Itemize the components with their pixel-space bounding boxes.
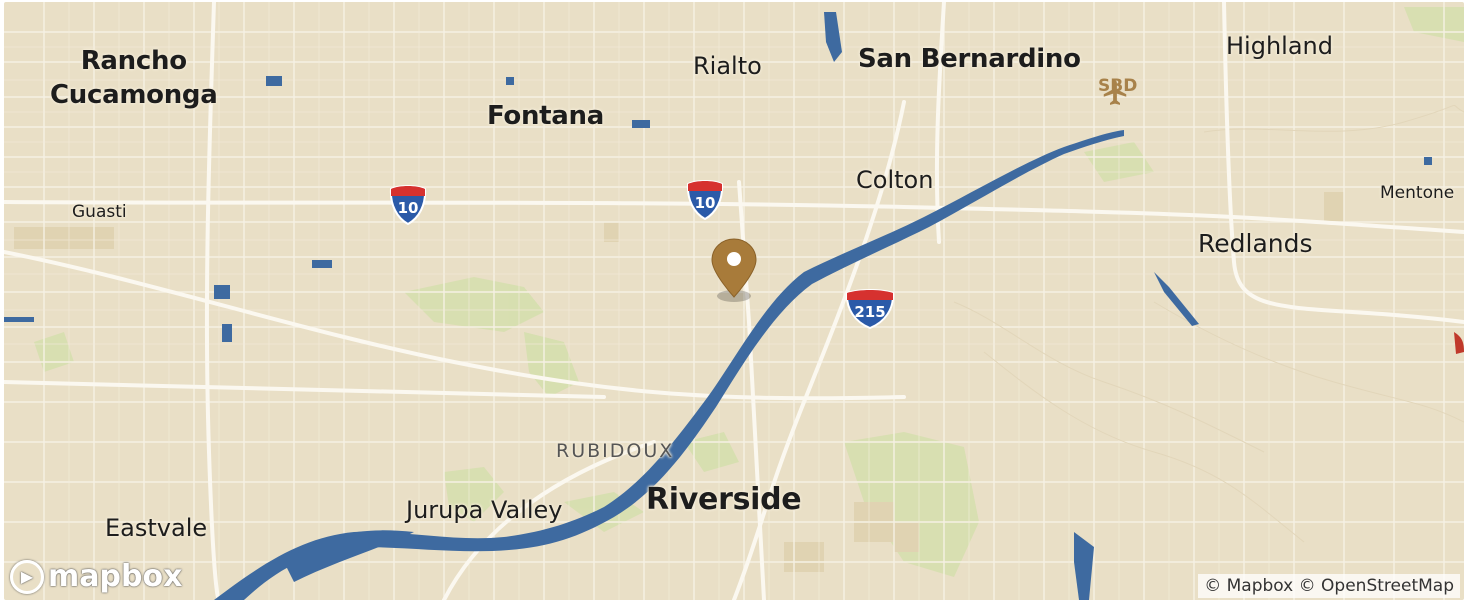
mapbox-logo-text: mapbox [48, 559, 183, 594]
map-base-layer [4, 2, 1464, 600]
svg-text:215: 215 [854, 303, 885, 321]
city-label-colton: Colton [856, 166, 934, 194]
city-label-rialto: Rialto [693, 52, 762, 80]
city-label-fontana: Fontana [487, 101, 605, 131]
district-label-rubidoux: RUBIDOUX [556, 440, 675, 462]
city-label-eastvale: Eastvale [105, 514, 208, 542]
city-label-redlands: Redlands [1198, 229, 1313, 258]
svg-text:10: 10 [695, 194, 716, 212]
location-pin-marker[interactable] [709, 237, 759, 305]
city-label-rancho-cucamonga: Rancho Cucamonga [50, 46, 218, 110]
city-label-guasti: Guasti [72, 202, 127, 222]
airplane-icon [1103, 80, 1127, 105]
city-label-san-bernardino: San Bernardino [858, 44, 1081, 74]
mapbox-logo-icon: ▶ [10, 559, 44, 594]
city-label-highland: Highland [1226, 32, 1333, 60]
map-pin-icon [711, 238, 757, 302]
city-label-mentone: Mentone [1380, 183, 1455, 203]
city-label-jurupa-valley: Jurupa Valley [406, 496, 563, 524]
interstate-10-shield-east: 10 [686, 180, 724, 220]
map-canvas[interactable]: Rancho Cucamonga Fontana Rialto San Bern… [4, 2, 1464, 600]
mapbox-logo[interactable]: ▶ mapbox [10, 559, 182, 594]
map-attribution[interactable]: © Mapbox © OpenStreetMap [1198, 574, 1460, 598]
airport-code: SBD [1098, 76, 1138, 96]
city-label-riverside: Riverside [646, 482, 802, 517]
airport-sbd: SBD [1098, 76, 1138, 105]
interstate-10-shield-west: 10 [389, 185, 427, 225]
svg-text:10: 10 [398, 199, 419, 217]
interstate-215-shield: 215 [845, 289, 895, 329]
